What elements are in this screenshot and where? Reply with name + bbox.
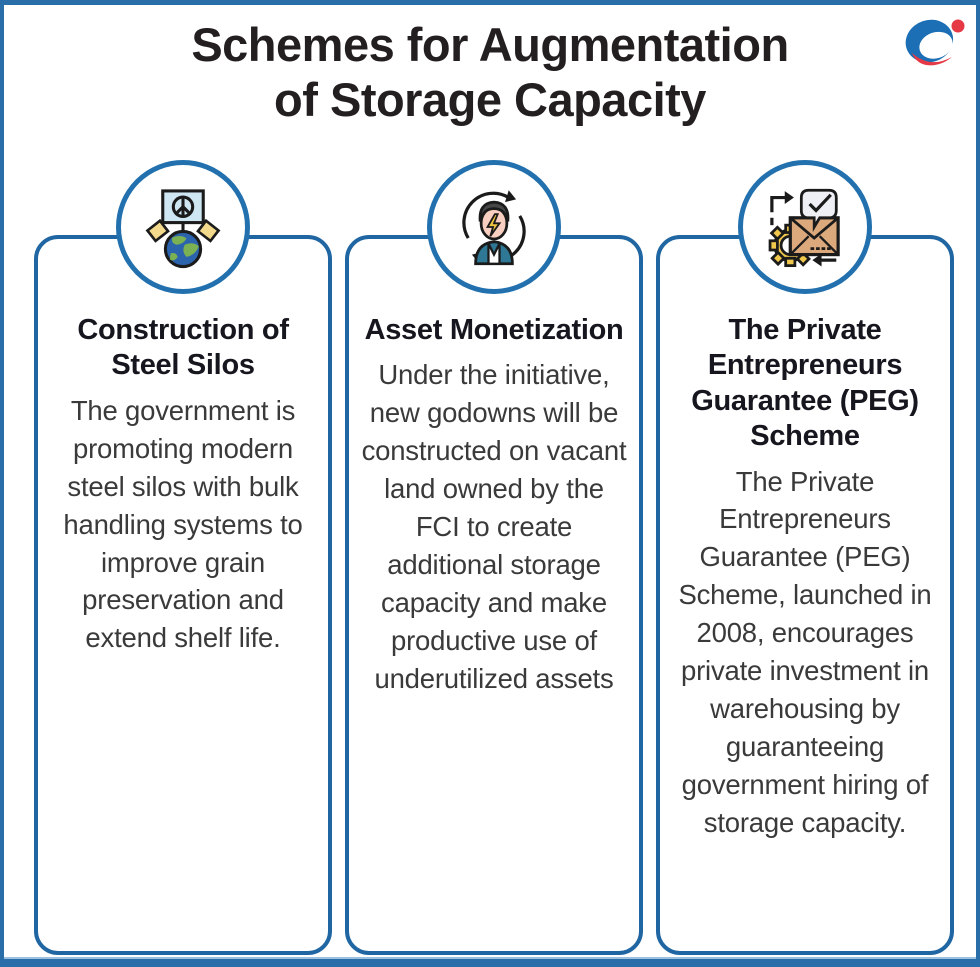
card-peg-scheme: The Private Entrepreneurs Guarantee (PEG… [656, 235, 954, 955]
scheme-column-asset-monetization: Asset Monetization Under the initiative,… [345, 160, 643, 955]
scheme-columns: Construction of Steel Silos The governme… [34, 160, 954, 955]
page-title-line1: Schemes for Augmentation [191, 18, 789, 71]
icon-circle-2 [427, 160, 561, 294]
person-energy-cycle-icon [448, 181, 540, 273]
peace-placard-globe-icon [139, 183, 227, 271]
card-body: Under the initiative, new godowns will b… [361, 359, 627, 694]
card-body: The Private Entrepreneurs Guarantee (PEG… [678, 465, 932, 838]
page-title-line2: of Storage Capacity [274, 73, 706, 127]
card-steel-silos: Construction of Steel Silos The governme… [34, 235, 332, 955]
scheme-column-peg-scheme: The Private Entrepreneurs Guarantee (PEG… [656, 160, 954, 955]
card-heading: The Private Entrepreneurs Guarantee (PEG… [691, 314, 919, 453]
scheme-column-steel-silos: Construction of Steel Silos The governme… [34, 160, 332, 955]
card-body: The government is promoting modern steel… [63, 394, 303, 654]
card-asset-monetization: Asset Monetization Under the initiative,… [345, 235, 643, 955]
icon-circle-1 [116, 160, 250, 294]
envelope-approval-gear-icon [759, 181, 851, 273]
card-heading: Asset Monetization [364, 314, 624, 346]
brand-swoosh-logo [900, 13, 970, 83]
card-heading: Construction of Steel Silos [77, 314, 289, 382]
icon-circle-3 [738, 160, 872, 294]
bottom-border-bar [4, 957, 976, 967]
page-title: Schemes for Augmentation of Storage Capa… [4, 17, 976, 128]
